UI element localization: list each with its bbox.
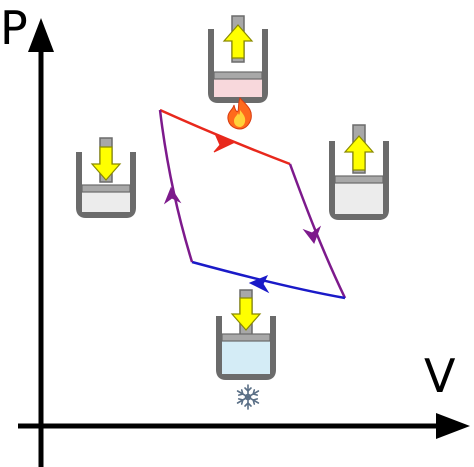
cylinder-walls bbox=[329, 141, 389, 220]
piston-head bbox=[334, 175, 384, 184]
cylinder-walls bbox=[76, 152, 136, 218]
adiabatic-compression-curve bbox=[158, 109, 194, 263]
gas-chamber-hot bbox=[214, 78, 262, 97]
piston-head bbox=[213, 71, 263, 80]
cylinder-right bbox=[329, 124, 389, 220]
piston-down-arrow-icon bbox=[230, 297, 262, 331]
cylinder-walls bbox=[208, 29, 268, 103]
y-axis-arrowhead bbox=[28, 18, 54, 52]
y-axis-label: P bbox=[0, 1, 28, 55]
cylinder-walls bbox=[216, 316, 276, 380]
x-axis-label: V bbox=[424, 349, 456, 403]
piston-head bbox=[221, 333, 271, 342]
snowflake-icon bbox=[236, 384, 260, 410]
gas-chamber bbox=[335, 183, 383, 214]
isothermal-expansion-arrow bbox=[213, 135, 235, 153]
piston-down-arrow-icon bbox=[90, 146, 122, 181]
isothermal-compression-curve bbox=[191, 260, 346, 300]
isothermal-compression-arrow bbox=[248, 275, 270, 294]
isothermal-expansion-curve bbox=[159, 108, 291, 166]
flame-icon bbox=[227, 97, 252, 130]
adiabatic-expansion-arrow bbox=[302, 225, 322, 245]
piston-up-arrow-icon bbox=[222, 24, 254, 59]
cylinder-bottom bbox=[216, 289, 276, 380]
piston-head bbox=[81, 184, 131, 193]
gas-chamber-cold bbox=[222, 341, 270, 374]
gas-chamber bbox=[82, 192, 130, 212]
cylinder-top bbox=[208, 15, 268, 103]
cycle bbox=[158, 108, 347, 300]
cylinder-left bbox=[76, 137, 136, 218]
adiabatic-compression-arrow bbox=[163, 186, 182, 205]
piston-up-arrow-icon bbox=[343, 135, 375, 171]
x-axis-arrowhead bbox=[436, 413, 470, 439]
adiabatic-expansion-curve bbox=[288, 163, 347, 299]
